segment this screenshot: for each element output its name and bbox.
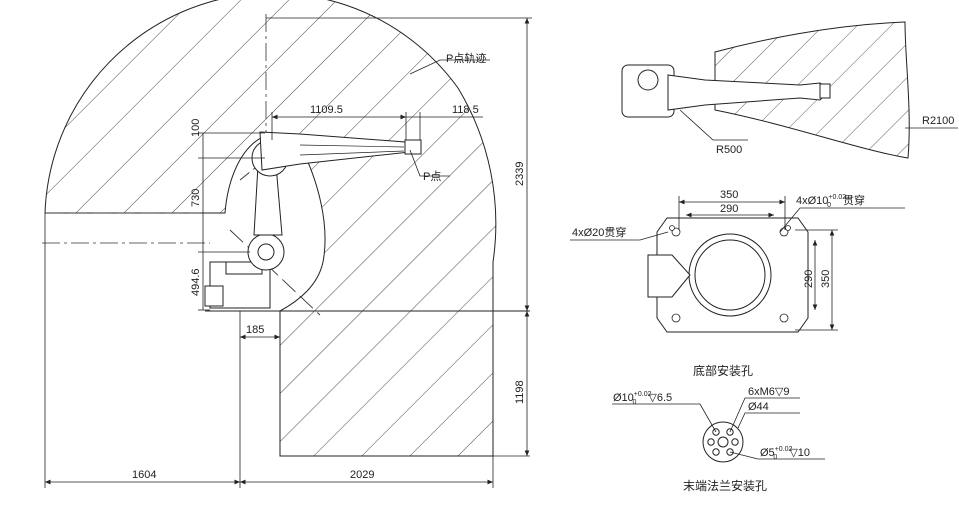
- p-point-label: P点: [423, 170, 441, 183]
- dim-1198: 1198: [514, 380, 526, 404]
- dim-1604: 1604: [132, 469, 156, 481]
- top-view: R500 R2100: [621, 21, 958, 159]
- flange-caption: 末端法兰安装孔: [683, 478, 767, 493]
- dim-2029: 2029: [350, 469, 374, 481]
- base-dim-350-top: 350: [720, 189, 738, 201]
- flange-d44-callout: Ø44: [748, 401, 769, 413]
- base-hole-left-callout: 4xØ20贯穿: [572, 225, 626, 239]
- r500-label: R500: [716, 144, 742, 156]
- side-dimensions: [44, 17, 532, 488]
- base-dim-290-top: 290: [720, 203, 738, 215]
- dim-2339: 2339: [514, 162, 526, 186]
- dim-100: 100: [190, 119, 202, 137]
- base-caption: 底部安装孔: [693, 363, 753, 378]
- flange-m6-callout: 6xM6▽9: [748, 386, 789, 398]
- dim-118-5: 118.5: [452, 104, 479, 116]
- base-dim-350-side: 350: [820, 270, 832, 288]
- dim-730: 730: [190, 189, 202, 207]
- side-dimension-labels: 1109.5 118.5 100 730 494.6 185 2339 1198…: [132, 51, 526, 481]
- dim-185: 185: [246, 324, 264, 336]
- r2100-label: R2100: [922, 115, 954, 127]
- dim-494-6: 494.6: [190, 268, 202, 296]
- robot-arm-side: [204, 131, 422, 309]
- p-trajectory-label: P点轨迹: [446, 51, 486, 65]
- side-workspace: [42, 0, 530, 470]
- dim-1109-5: 1109.5: [310, 104, 343, 116]
- base-dim-290-side: 290: [803, 270, 815, 288]
